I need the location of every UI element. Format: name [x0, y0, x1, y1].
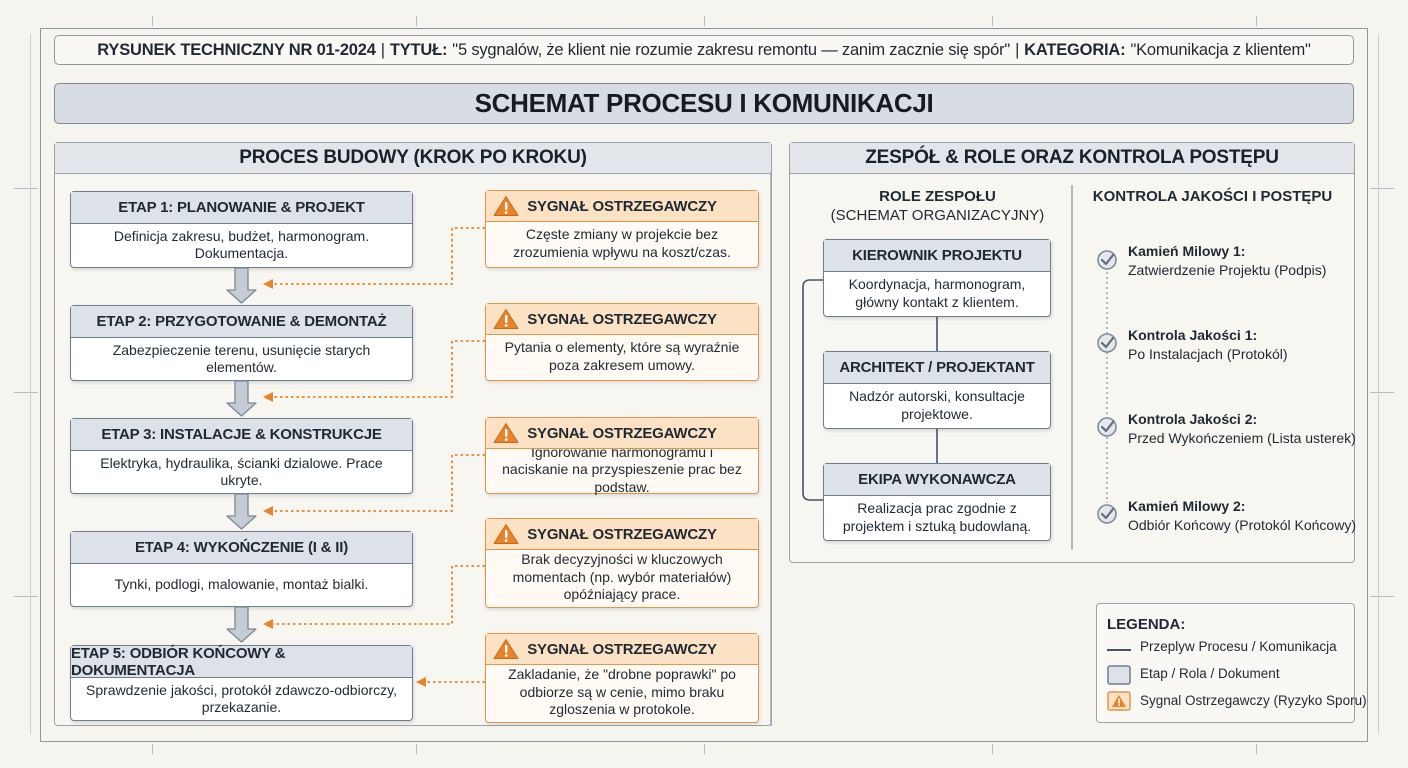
team-panel-title: ZESPÓŁ & ROLE ORAZ KONTROLA POSTĘPU	[790, 143, 1354, 174]
warning-title: SYGNAŁ OSTRZEGAWCZY	[527, 640, 717, 658]
legend: LEGENDA: Przeplyw Procesu / Komunikacja …	[1096, 603, 1367, 723]
title-block: RYSUNEK TECHNICZNY NR 01-2024 | TYTUŁ: "…	[54, 35, 1354, 65]
warning-description: Ignorowanie harmonogramu i naciskanie na…	[502, 443, 742, 495]
category-label: KATEGORIA:	[1024, 40, 1126, 59]
stage-box-1: ETAP 1: PLANOWANIE & PROJEKT Definicja z…	[70, 191, 413, 268]
stage-title: ETAP 3: INSTALACJE & KONSTRUKCJE	[71, 419, 412, 451]
role-box-architect: ARCHITEKT / PROJEKTANT Nadzór autorski, …	[823, 351, 1051, 429]
qc-milestone-1: Kamień Milowy 1: Zatwierdzenie Projektu …	[1128, 243, 1327, 278]
warning-box-4: SYGNAŁ OSTRZEGAWCZY Brak decyzyjności w …	[485, 518, 759, 608]
box-icon	[1107, 665, 1131, 685]
stage-description: Sprawdzenie jakości, protokół zdawczo-od…	[86, 681, 397, 715]
qc-heading: KONTROLA JAKOŚCI I POSTĘPU	[1092, 188, 1333, 205]
legend-item-flow: Przeplyw Procesu / Komunikacja	[1140, 639, 1337, 654]
stage-title: ETAP 4: WYKOŃCZENIE (I & II)	[71, 532, 412, 564]
title-value: "5 sygnalów, że klient nie rozumie zakre…	[452, 40, 1011, 59]
warning-box-5: SYGNAŁ OSTRZEGAWCZY Zakladanie, że "drob…	[485, 633, 759, 723]
role-description: Realizacja prac zgodnie z projektem i sz…	[842, 500, 1032, 534]
main-header: SCHEMAT PROCESU I KOMUNIKACJI	[54, 83, 1354, 124]
stage-title: ETAP 2: PRZYGOTOWANIE & DEMONTAŻ	[71, 306, 412, 338]
role-description: Nadzór autorski, konsultacje projektowe.	[849, 388, 1025, 422]
role-title: ARCHITEKT / PROJEKTANT	[824, 352, 1050, 384]
drawing-number: RYSUNEK TECHNICZNY NR 01-2024	[97, 40, 376, 59]
line-icon	[1107, 649, 1131, 651]
stage-description: Elektryka, hydraulika, ścianki dzialowe.…	[100, 454, 383, 488]
qc-milestone-2: Kamień Milowy 2: Odbiór Końcowy (Protokó…	[1128, 498, 1356, 533]
warning-title: SYGNAŁ OSTRZEGAWCZY	[527, 310, 717, 328]
drawing-frame	[40, 28, 1368, 742]
warning-icon	[1107, 691, 1131, 711]
stage-box-4: ETAP 4: WYKOŃCZENIE (I & II) Tynki, podl…	[70, 531, 413, 607]
warning-icon	[493, 423, 519, 443]
process-panel-title: PROCES BUDOWY (KROK PO KROKU)	[55, 143, 771, 174]
warning-description: Zakladanie, że "drobne poprawki" po odbi…	[508, 666, 736, 718]
stage-title: ETAP 5: ODBIÓR KOŃCOWY & DOKUMENTACJA	[71, 645, 412, 679]
warning-icon	[493, 196, 519, 216]
warning-title: SYGNAŁ OSTRZEGAWCZY	[527, 525, 717, 543]
qc-check-1: Kontrola Jakości 1: Po Instalacjach (Pro…	[1128, 327, 1288, 362]
stage-description: Tynki, podlogi, malowanie, montaż bialki…	[114, 576, 369, 592]
stage-description: Definicja zakresu, budżet, harmonogram. …	[113, 228, 370, 261]
roles-heading: ROLE ZESPOŁU (SCHEMAT ORGANIZACYJNY)	[810, 187, 1065, 225]
role-box-project-manager: KIEROWNIK PROJEKTU Koordynacja, harmonog…	[823, 239, 1051, 317]
role-title: KIEROWNIK PROJEKTU	[824, 240, 1050, 272]
role-box-crew: EKIPA WYKONAWCZA Realizacja prac zgodnie…	[823, 463, 1051, 541]
separator: |	[1015, 40, 1020, 59]
stage-box-5: ETAP 5: ODBIÓR KOŃCOWY & DOKUMENTACJA Sp…	[70, 645, 413, 721]
stage-title: ETAP 1: PLANOWANIE & PROJEKT	[71, 192, 412, 224]
warning-box-2: SYGNAŁ OSTRZEGAWCZY Pytania o elementy, …	[485, 303, 759, 381]
legend-title: LEGENDA:	[1107, 616, 1186, 633]
role-title: EKIPA WYKONAWCZA	[824, 464, 1050, 496]
warning-title: SYGNAŁ OSTRZEGAWCZY	[527, 197, 717, 215]
qc-check-2: Kontrola Jakości 2: Przed Wykończeniem (…	[1128, 411, 1356, 446]
warning-box-3: SYGNAŁ OSTRZEGAWCZY Ignorowanie harmonog…	[485, 417, 759, 495]
roles-heading-subtitle: (SCHEMAT ORGANIZACYJNY)	[830, 207, 1045, 224]
warning-box-1: SYGNAŁ OSTRZEGAWCZY Częste zmiany w proj…	[485, 190, 759, 268]
legend-item-warning: Sygnal Ostrzegawczy (Ryzyko Sporu)	[1140, 693, 1367, 708]
role-description: Koordynacja, harmonogram, główny kontakt…	[848, 276, 1026, 310]
warning-icon	[493, 309, 519, 329]
stage-box-2: ETAP 2: PRZYGOTOWANIE & DEMONTAŻ Zabezpi…	[70, 305, 413, 381]
warning-icon	[493, 639, 519, 659]
category-value: "Komunikacja z klientem"	[1130, 40, 1311, 59]
warning-description: Pytania o elementy, które są wyraźnie po…	[504, 339, 740, 373]
separator: |	[380, 40, 385, 59]
warning-description: Brak decyzyjności w kluczowych momentach…	[512, 551, 732, 603]
stage-description: Zabezpieczenie terenu, usunięcie starych…	[112, 341, 371, 375]
title-label: TYTUŁ:	[389, 40, 448, 59]
warning-icon	[493, 524, 519, 544]
legend-item-stage: Etap / Rola / Dokument	[1140, 666, 1280, 681]
roles-heading-title: ROLE ZESPOŁU	[879, 188, 996, 205]
warning-title: SYGNAŁ OSTRZEGAWCZY	[527, 424, 717, 442]
stage-box-3: ETAP 3: INSTALACJE & KONSTRUKCJE Elektry…	[70, 418, 413, 494]
warning-description: Częste zmiany w projekcie bez zrozumieni…	[513, 226, 731, 260]
